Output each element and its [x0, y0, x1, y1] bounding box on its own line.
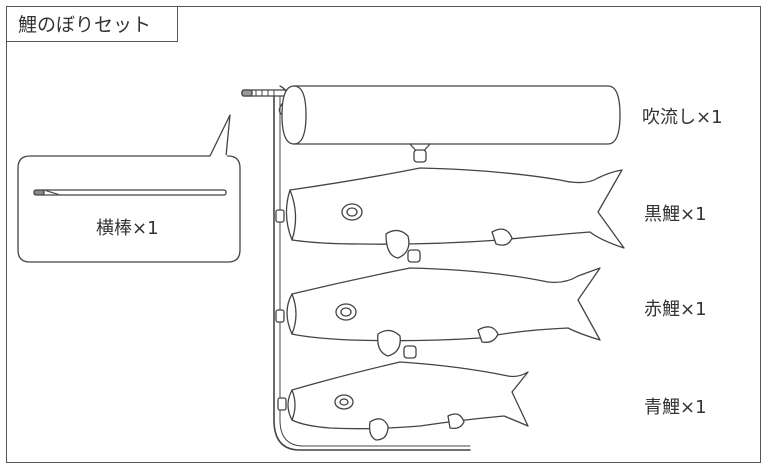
streamer-illustration: [281, 85, 621, 163]
vertical-pole: [273, 91, 471, 451]
pole-detail-icon: [33, 189, 227, 196]
diagram-title: 鯉のぼりセット: [6, 6, 178, 42]
red-carp-label: 赤鯉×1: [644, 299, 707, 320]
top-bar: [241, 85, 295, 119]
red-carp-illustration: [275, 267, 601, 359]
blue-carp-illustration: [277, 361, 529, 441]
black-carp-illustration: [275, 167, 625, 263]
blue-carp-label: 青鯉×1: [644, 397, 707, 418]
pole-label: 横棒×1: [96, 218, 159, 239]
title-text: 鯉のぼりセット: [18, 14, 152, 36]
black-carp-label: 黒鯉×1: [644, 204, 707, 225]
pole-callout: [17, 114, 241, 263]
streamer-label: 吹流し×1: [642, 107, 723, 128]
diagram-frame: [6, 6, 761, 463]
